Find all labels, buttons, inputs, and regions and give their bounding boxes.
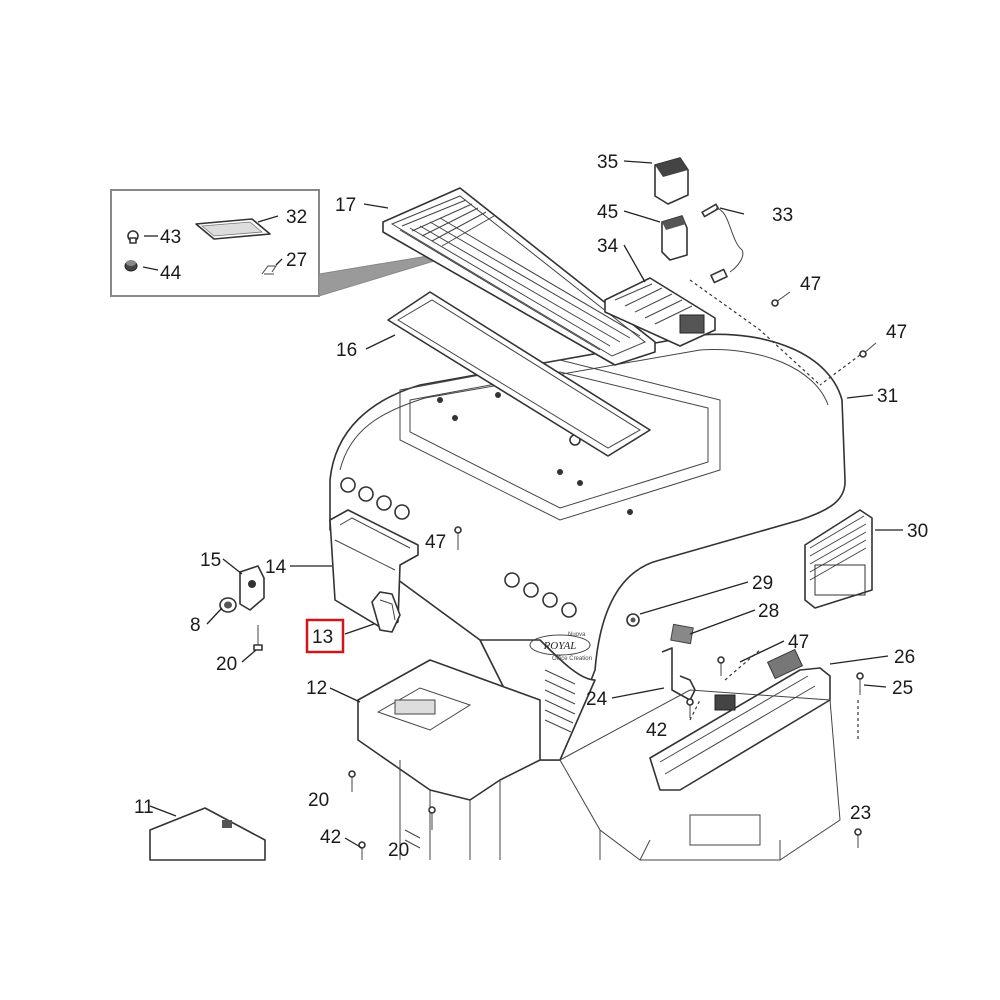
part-24-bracket	[661, 647, 696, 701]
part-29-plug	[626, 613, 640, 627]
callout-20-c: 20	[388, 840, 409, 861]
brand-small-top: Nuova	[568, 632, 586, 638]
callout-13: 13	[312, 627, 333, 648]
callout-30: 30	[907, 521, 928, 542]
screw-20-c	[428, 806, 436, 830]
part-44-nut	[124, 260, 138, 272]
screw-47-c	[454, 526, 462, 550]
screw-47-a	[771, 291, 791, 307]
callout-47-d: 47	[788, 632, 809, 653]
callout-25: 25	[892, 678, 913, 699]
callout-16: 16	[336, 340, 357, 361]
part-43-screw	[127, 230, 139, 244]
part-12-base-plate	[357, 659, 541, 801]
part-33-sensor-cable	[701, 203, 744, 284]
screw-47-b	[859, 342, 877, 358]
part-34-cup-holder	[604, 277, 716, 347]
part-20-screw-a	[253, 625, 263, 651]
screw-42-b	[358, 841, 366, 860]
assembly-line-b	[819, 354, 861, 386]
callout-44: 44	[160, 263, 182, 284]
brand-small-bottom: Office Creation	[552, 656, 592, 662]
part-14-bracket	[329, 509, 419, 631]
callout-24: 24	[586, 689, 608, 710]
callout-20-a: 20	[216, 654, 237, 675]
callout-14: 14	[265, 557, 287, 578]
callout-26: 26	[894, 647, 915, 668]
callout-27: 27	[286, 250, 307, 271]
callout-12: 12	[306, 678, 327, 699]
chassis-right	[559, 689, 841, 861]
callout-labels: 35 45 33 34 17 32 43 44 27 47 47 16 31 3…	[134, 152, 928, 861]
callout-42-b: 42	[320, 827, 341, 848]
callout-15: 15	[200, 550, 221, 571]
callout-43: 43	[160, 227, 181, 248]
callout-34: 34	[597, 236, 619, 257]
part-35-cover	[654, 157, 689, 205]
leader-lines	[149, 160, 903, 849]
callout-8: 8	[190, 615, 201, 636]
callout-47-c: 47	[425, 532, 446, 553]
highlight-box-13	[305, 618, 345, 654]
screw-23	[854, 828, 862, 848]
callout-23: 23	[850, 803, 871, 824]
lower-chassis	[399, 760, 501, 860]
callout-47-b: 47	[886, 322, 907, 343]
callout-33: 33	[772, 205, 793, 226]
callout-17: 17	[335, 195, 356, 216]
part-17-tray-grille	[382, 187, 656, 366]
screw-47-d	[717, 656, 725, 676]
part-11-box	[149, 807, 266, 861]
callout-29: 29	[752, 573, 773, 594]
brand-logo-text: ROYAL	[543, 640, 577, 652]
part-26-panel	[649, 648, 831, 791]
callout-20-b: 20	[308, 790, 329, 811]
callout-45: 45	[597, 202, 618, 223]
screw-25	[856, 672, 864, 695]
callout-47-a: 47	[800, 274, 821, 295]
part-30-side-grille	[804, 509, 873, 609]
screw-42-a	[686, 698, 694, 718]
part-45-bracket	[661, 215, 688, 261]
brand-logo: ROYAL Nuova Office Creation	[529, 632, 592, 662]
part-16-frame	[387, 291, 651, 457]
callout-31: 31	[877, 386, 898, 407]
callout-28: 28	[758, 601, 779, 622]
callout-42-a: 42	[646, 720, 667, 741]
part-13-bracket	[371, 591, 401, 633]
callout-11: 11	[134, 797, 154, 818]
callout-32: 32	[286, 207, 307, 228]
part-15-bracket	[239, 565, 265, 611]
part-27-clip	[261, 265, 277, 275]
part-8-knob	[219, 597, 237, 613]
callout-35: 35	[597, 152, 618, 173]
assembly-line-a	[689, 279, 821, 386]
part-28-plate	[670, 623, 694, 645]
screw-20-b	[348, 770, 356, 792]
